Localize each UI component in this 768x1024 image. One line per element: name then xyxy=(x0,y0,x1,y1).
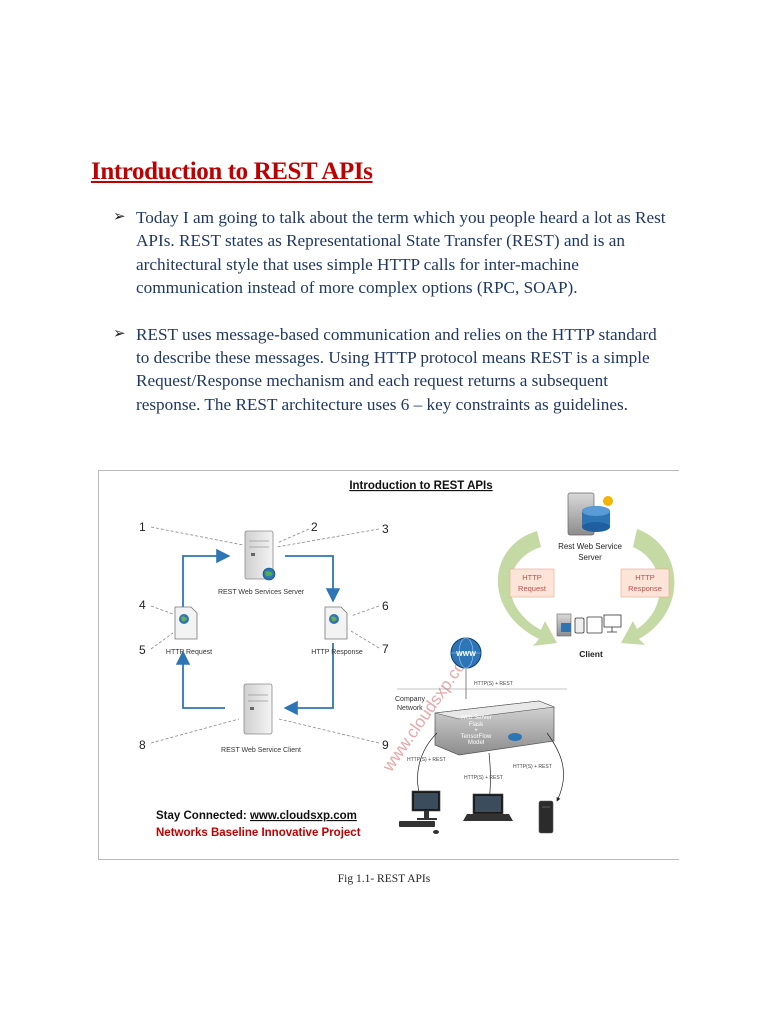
constraint-number: 5 xyxy=(139,643,146,657)
paragraph-text: Today I am going to talk about the term … xyxy=(136,208,666,298)
tower-pc-icon xyxy=(538,800,554,834)
globe-text: WWW xyxy=(456,651,476,658)
figure-caption: Fig 1.1- REST APIs xyxy=(337,873,431,885)
http-request-box-label: Request xyxy=(518,584,547,593)
bullet-list: ➢ Today I am going to talk about the ter… xyxy=(113,206,673,439)
constraint-numbers: 1 2 3 4 5 6 7 8 9 xyxy=(139,520,389,752)
connector-line xyxy=(150,605,174,615)
client-link-label: HTTP(S) + REST xyxy=(513,764,552,770)
server-badge-icon xyxy=(508,733,522,741)
connector-line xyxy=(276,528,380,548)
constraint-connectors xyxy=(150,526,380,744)
connector-line xyxy=(150,632,174,650)
loop-arrow xyxy=(182,548,231,611)
client-link xyxy=(417,732,438,800)
web-server-label: + xyxy=(474,728,478,734)
http-response-label: HTTP Response xyxy=(311,649,363,656)
page-title: Introduction to REST APIs xyxy=(91,158,373,185)
constraint-number: 7 xyxy=(382,642,389,656)
constraint-number: 8 xyxy=(139,738,146,752)
constraint-number: 2 xyxy=(311,520,318,534)
connector-line xyxy=(276,528,310,544)
website-link[interactable]: www.cloudsxp.com xyxy=(249,810,357,822)
web-server-label: Flask xyxy=(469,722,484,728)
cycle-client-label: Client xyxy=(579,649,603,659)
constraint-number: 3 xyxy=(382,522,389,536)
database-server-icon xyxy=(567,492,613,536)
constraint-number: 1 xyxy=(139,520,146,534)
http-response-box-label: Response xyxy=(628,584,662,593)
stay-connected-prefix: Stay Connected: xyxy=(156,810,250,822)
client-label: REST Web Service Client xyxy=(221,747,301,754)
web-server-label: Web Server xyxy=(460,715,492,721)
constraint-number: 4 xyxy=(139,598,146,612)
http-request-box xyxy=(509,568,555,598)
http-response-box xyxy=(620,568,670,598)
server-label: REST Web Services Server xyxy=(218,589,305,596)
bullet-item: ➢ REST uses message-based communication … xyxy=(113,323,673,417)
client-link-label: HTTP(S) + REST xyxy=(464,775,503,781)
stay-connected-text: Stay Connected: www.cloudsxp.com xyxy=(156,810,357,822)
laptop-icon xyxy=(463,793,513,821)
desktop-computer-icon xyxy=(399,790,441,834)
paragraph-text: REST uses message-based communication an… xyxy=(136,324,657,414)
client-link xyxy=(546,732,564,802)
company-network-label: Network xyxy=(397,705,423,712)
cycle-server-label: Server xyxy=(578,553,602,562)
request-response-loop xyxy=(175,548,341,716)
loop-arrow xyxy=(283,643,334,716)
connector-line xyxy=(350,630,380,649)
web-server-label: Model xyxy=(468,740,484,746)
http-request-box-label: HTTP xyxy=(522,573,542,582)
rest-cycle-diagram: Rest Web Service Server HTTP Request HTT… xyxy=(497,492,675,659)
figure-title: Introduction to REST APIs xyxy=(349,480,492,492)
client-link-label: HTTP(S) + REST xyxy=(407,757,446,763)
rest-client-icon xyxy=(243,683,273,735)
cycle-arrow-left xyxy=(497,531,557,646)
cycle-arrow-right xyxy=(621,529,675,645)
http-response-document-icon xyxy=(324,606,348,640)
constraint-number: 9 xyxy=(382,738,389,752)
connector-line xyxy=(150,526,244,546)
bullet-item: ➢ Today I am going to talk about the ter… xyxy=(113,206,673,300)
arrow-bullet-icon: ➢ xyxy=(113,209,126,225)
loop-arrow xyxy=(175,650,225,709)
http-response-box-label: HTTP xyxy=(635,573,655,582)
connector-line xyxy=(278,718,380,744)
rest-api-figure: Introduction to REST APIs www.cloudsxp.c… xyxy=(98,470,679,860)
internet-link-label: HTTP(S) + REST xyxy=(474,681,513,687)
connector-line xyxy=(150,718,240,744)
network-diagram: WWW HTTP(S) + REST Company Network Web S… xyxy=(395,637,567,834)
project-name-text: Networks Baseline Innovative Project xyxy=(156,827,361,839)
cycle-server-label: Rest Web Service xyxy=(558,542,622,551)
loop-arrow xyxy=(285,555,341,603)
http-request-label: HTTP Request xyxy=(166,649,212,656)
client-devices-icon xyxy=(556,613,622,637)
connector-line xyxy=(350,605,380,617)
http-request-document-icon xyxy=(174,606,198,640)
rest-server-icon xyxy=(244,530,276,581)
web-server-label: TensorFlow xyxy=(461,734,492,740)
figure-diagram: Introduction to REST APIs www.cloudsxp.c… xyxy=(139,480,675,839)
company-network-label: Company xyxy=(395,696,425,703)
constraint-number: 6 xyxy=(382,599,389,613)
arrow-bullet-icon: ➢ xyxy=(113,325,126,342)
